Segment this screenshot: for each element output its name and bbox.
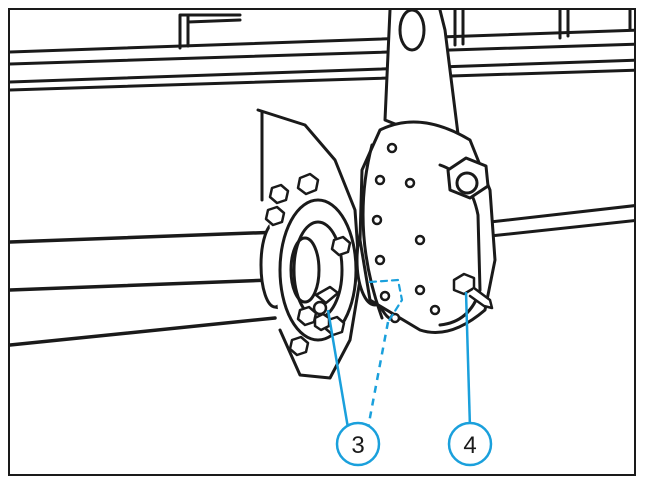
callout-circle [447, 421, 493, 467]
callout-3-leaders [326, 309, 390, 429]
leader-3-dashed [366, 321, 390, 429]
callout-3: 3 [335, 421, 381, 467]
housing-bolts [371, 142, 441, 324]
axle-tube [10, 230, 282, 347]
callout-4-leader [464, 291, 472, 429]
leader-3-solid [326, 309, 350, 429]
callout-label-3: 3 [351, 432, 364, 459]
grease-fitting-3 [312, 285, 340, 332]
wheel-nuts [264, 172, 352, 357]
callout-label-4: 4 [463, 432, 476, 459]
callout-circle [335, 421, 381, 467]
hidden-fitting [368, 278, 404, 324]
rear-frame-beam [488, 204, 634, 238]
callout-4: 4 [447, 421, 493, 467]
grease-fitting-4 [452, 272, 494, 310]
upper-brackets [178, 10, 632, 50]
adjuster-hex-nut [446, 156, 490, 200]
upper-frame-rails [10, 28, 634, 92]
